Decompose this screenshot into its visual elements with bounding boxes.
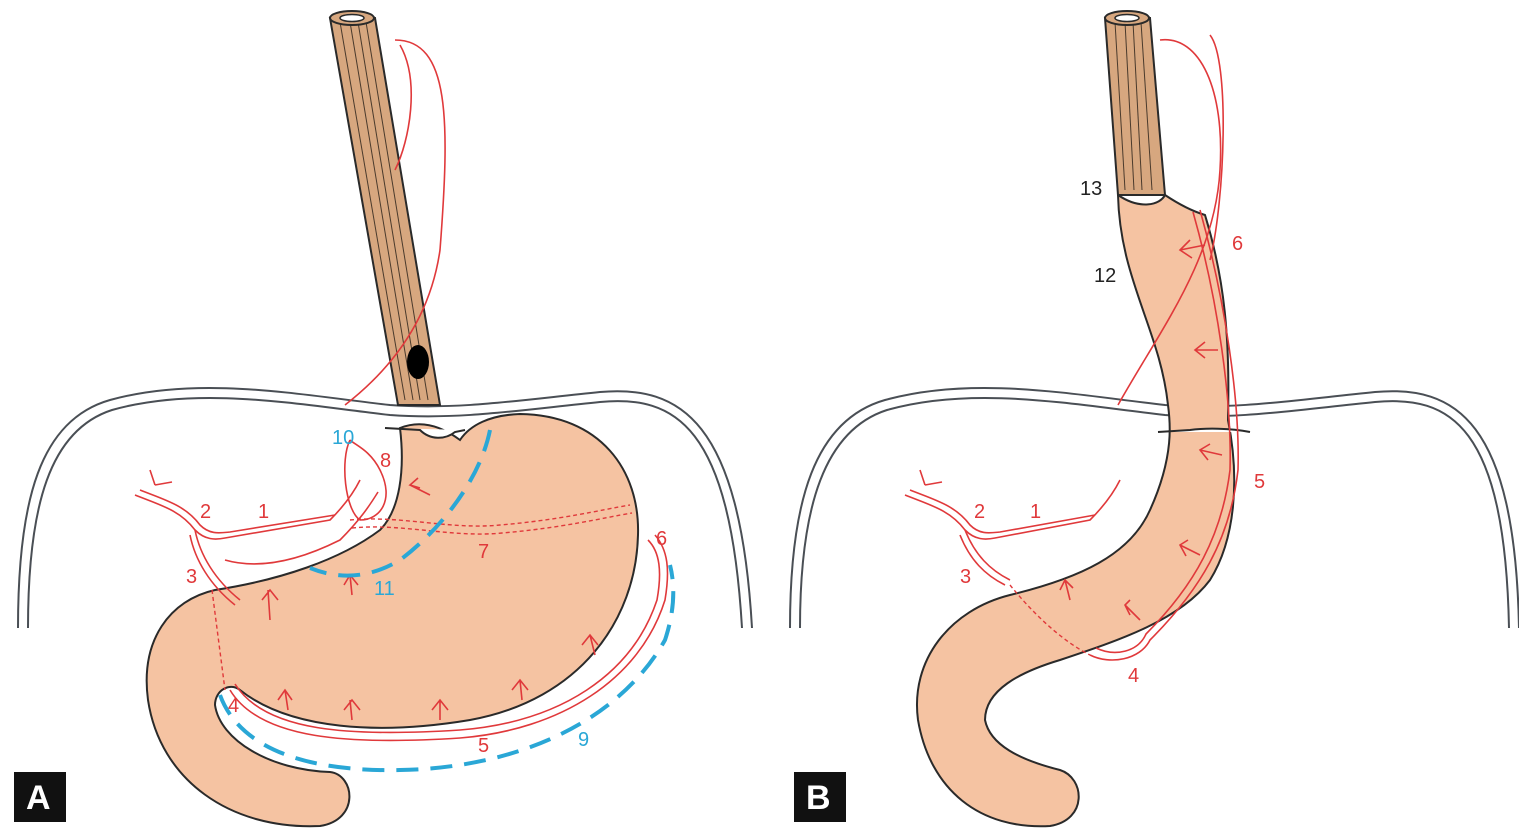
label-a-6: 6 xyxy=(656,528,667,550)
label-b-12: 12 xyxy=(1094,265,1116,287)
esophagus-a xyxy=(330,11,440,405)
panel-letter-a: A xyxy=(26,779,51,817)
label-a-5: 5 xyxy=(478,735,489,757)
esophagus-b xyxy=(1105,11,1165,195)
label-a-4: 4 xyxy=(228,695,239,717)
label-b-4: 4 xyxy=(1128,665,1139,687)
label-a-10: 10 xyxy=(332,427,354,449)
gastric-tube-b xyxy=(917,195,1234,826)
tumor-a xyxy=(407,345,429,379)
label-b-6: 6 xyxy=(1232,233,1243,255)
panel-a: 1 2 3 4 5 6 7 8 9 10 11 A xyxy=(14,11,752,826)
panel-letter-b: B xyxy=(806,779,831,817)
label-b-13: 13 xyxy=(1080,178,1102,200)
label-a-2: 2 xyxy=(200,501,211,523)
label-a-1: 1 xyxy=(258,501,269,523)
label-a-8: 8 xyxy=(380,450,391,472)
label-b-3: 3 xyxy=(960,566,971,588)
label-b-2: 2 xyxy=(974,501,985,523)
label-a-11: 11 xyxy=(374,578,395,600)
panel-b: 1 2 3 4 5 6 12 13 B xyxy=(790,11,1519,826)
label-a-3: 3 xyxy=(186,566,197,588)
label-b-5: 5 xyxy=(1254,471,1265,493)
label-a-7: 7 xyxy=(478,541,489,563)
label-b-1: 1 xyxy=(1030,501,1041,523)
stomach-a xyxy=(147,414,638,826)
label-a-9: 9 xyxy=(578,729,589,751)
